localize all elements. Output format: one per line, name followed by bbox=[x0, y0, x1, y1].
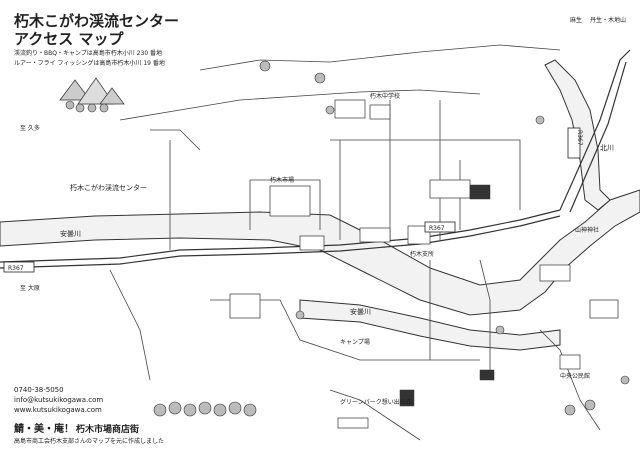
label-hall: 中央公民館 bbox=[560, 372, 590, 380]
trees bbox=[153, 60, 630, 417]
label-r367-right: R367 bbox=[576, 130, 583, 146]
label-river-main: 安曇川 bbox=[60, 229, 81, 238]
map-title-line2: アクセス マップ bbox=[14, 30, 124, 48]
label-campsite: キャンプ場 bbox=[340, 338, 370, 346]
label-pref-top: 丹生・木地山 bbox=[590, 16, 626, 24]
label-camp: グリーンパーク想い出の森 bbox=[340, 398, 412, 406]
label-junction-ohara: 至 大原 bbox=[20, 284, 40, 292]
label-r367-left: R367 bbox=[8, 265, 24, 272]
label-station: 朽木支所 bbox=[410, 250, 434, 258]
footer-email: info@kutsukikogawa.com bbox=[14, 396, 103, 404]
footer-tagline: 鯖・美・庵！ bbox=[13, 422, 74, 435]
label-center: 朽木こがわ渓流センター bbox=[70, 183, 147, 192]
roads bbox=[0, 44, 631, 441]
label-shrine: 山神神社 bbox=[575, 226, 599, 234]
footer-note: 高島市商工会朽木支部さんのマップを元に作成しました bbox=[14, 437, 164, 445]
buildings bbox=[229, 99, 619, 429]
info-line2: ルアー・フライ フィッシングは高島市朽木小川 19 番地 bbox=[14, 59, 165, 67]
footer-web: www.kutsukikogawa.com bbox=[14, 406, 102, 414]
label-river-north: 北川 bbox=[600, 144, 614, 152]
footer-phone: 0740-38-5050 bbox=[14, 386, 64, 394]
label-market: 朽木市場 bbox=[270, 176, 294, 184]
footer-tagline-right: 朽木市場商店街 bbox=[76, 423, 139, 435]
r367-right-box bbox=[567, 127, 581, 159]
label-pref-top2: 麻生 bbox=[570, 16, 582, 24]
mountains-illustration bbox=[59, 77, 125, 113]
r367-left-box bbox=[3, 261, 35, 273]
r367-mid-box bbox=[424, 221, 456, 233]
label-r367-mid: R367 bbox=[429, 225, 445, 232]
label-junction-kuta: 至 久多 bbox=[20, 124, 40, 132]
label-river-main-2: 安曇川 bbox=[350, 307, 371, 316]
label-school: 朽木中学校 bbox=[370, 92, 400, 100]
info-line1: 渓流釣り・BBQ・キャンプは高島市朽木小川 230 番地 bbox=[14, 49, 162, 57]
map-title-line1: 朽木こがわ渓流センター bbox=[14, 12, 179, 30]
